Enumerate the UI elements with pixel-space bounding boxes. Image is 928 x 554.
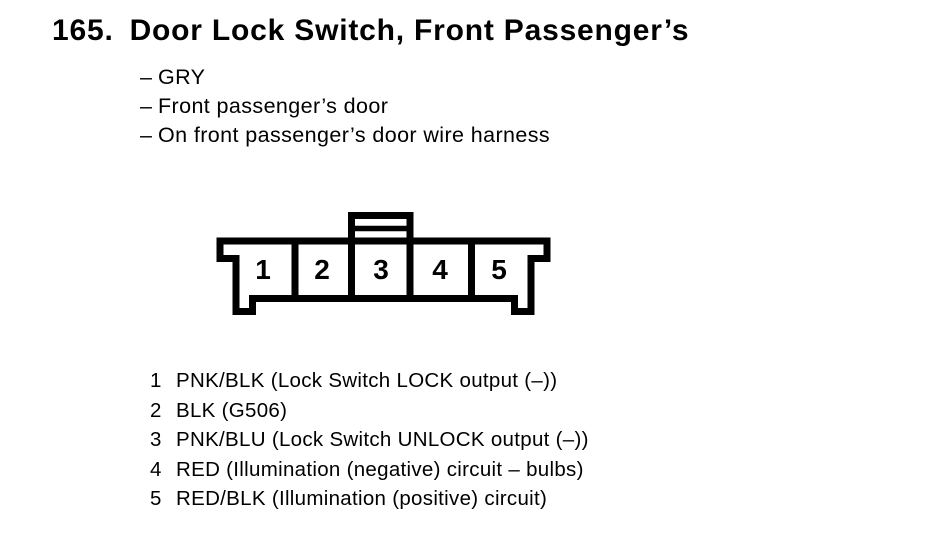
pin-description: RED/BLK (Illumination (positive) circuit… — [176, 487, 548, 510]
pin-cavity-number-2: 2 — [314, 254, 330, 285]
pin-cavity-number-4: 4 — [432, 254, 448, 285]
pin-description: PNK/BLK (Lock Switch LOCK output (–)) — [176, 369, 558, 392]
dash-bullet: – — [140, 123, 153, 147]
figure-title: Door Lock Switch, Front Passenger’s — [129, 14, 690, 47]
connector-body-outline — [216, 237, 551, 315]
pin-cavity-number-3: 3 — [373, 254, 389, 285]
pin-ref: 5 — [150, 487, 162, 510]
pin-ref: 1 — [150, 369, 162, 392]
pinout-list: 1 PNK/BLK (Lock Switch LOCK output (–)) 2… — [150, 366, 589, 514]
pinout-row: 2 BLK (G506) — [150, 396, 589, 426]
note-harness: –On front passenger’s door wire harness — [140, 121, 550, 150]
connector-notes: –GRY –Front passenger’s door –On front p… — [140, 63, 550, 150]
note-wire-color: –GRY — [140, 63, 550, 92]
pin-cavity-number-5: 5 — [491, 254, 507, 285]
pinout-row: 4 RED (Illumination (negative) circuit – … — [150, 455, 589, 485]
note-text: Front passenger’s door — [158, 94, 389, 118]
pinout-row: 1 PNK/BLK (Lock Switch LOCK output (–)) — [150, 366, 589, 396]
connector-diagram: 1 2 3 4 5 — [216, 212, 551, 315]
note-location: –Front passenger’s door — [140, 92, 550, 121]
pin-ref: 3 — [150, 428, 162, 451]
note-text: On front passenger’s door wire harness — [158, 123, 551, 147]
dash-bullet: – — [140, 65, 153, 89]
pin-cavity-number-1: 1 — [255, 254, 271, 285]
pin-description: BLK (G506) — [176, 398, 288, 422]
pin-description: PNK/BLU (Lock Switch UNLOCK output (–)) — [176, 428, 589, 451]
pin-ref: 2 — [150, 398, 162, 422]
figure-header: 165. Door Lock Switch, Front Passenger’s — [52, 13, 689, 49]
dash-bullet: – — [140, 94, 153, 118]
pinout-row: 5 RED/BLK (Illumination (positive) circui… — [150, 484, 589, 514]
figure-number: 165. — [52, 14, 114, 47]
pin-ref: 4 — [150, 457, 162, 481]
pinout-row: 3 PNK/BLU (Lock Switch UNLOCK output (–)) — [150, 425, 589, 455]
note-text: GRY — [158, 65, 206, 89]
pin-description: RED (Illumination (negative) circuit – b… — [176, 457, 584, 481]
